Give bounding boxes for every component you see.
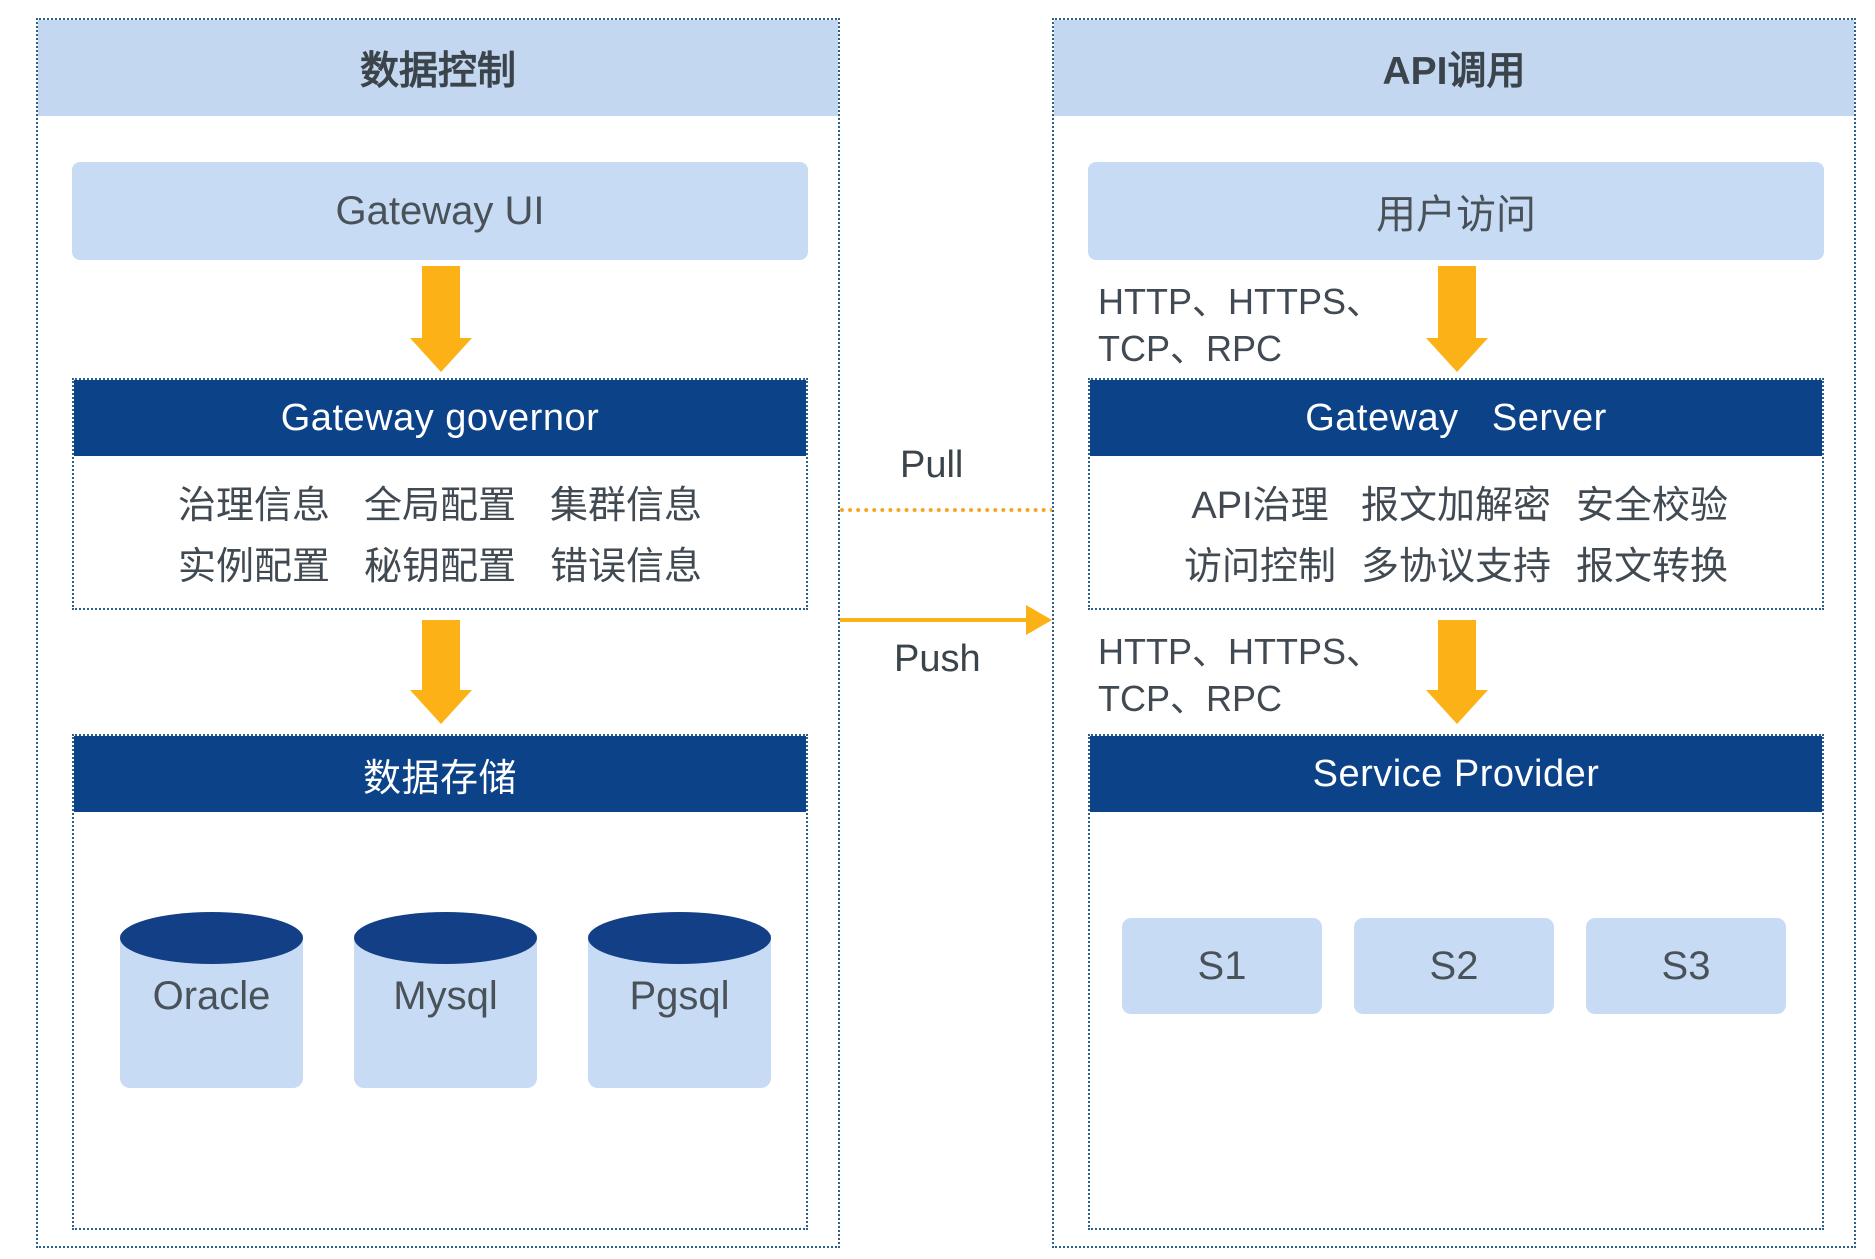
database-label: Oracle (152, 974, 271, 1018)
connector-line-push (840, 618, 1028, 622)
server-feature: 报文加解密 (1360, 485, 1551, 527)
arrow-server-to-provider (1426, 620, 1488, 724)
governor-feature: 错误信息 (549, 546, 702, 588)
panel-api-invocation: API调用 用户访问 HTTP、HTTPS、 TCP、RPC Gateway S… (1052, 18, 1856, 1248)
cylinder-top-ellipse (120, 912, 303, 964)
server-feature: API治理 (1191, 485, 1329, 527)
user-access-box[interactable]: 用户访问 (1088, 162, 1824, 260)
connector-label-pull: Pull (900, 444, 964, 486)
gateway-governor-body: 治理信息 全局配置 集群信息 实例配置 秘钥配置 错误信息 (74, 456, 806, 608)
data-storage-header: 数据存储 (74, 736, 806, 812)
cylinder-top-ellipse (588, 912, 771, 964)
governor-feature-row: 治理信息 全局配置 集群信息 (161, 474, 719, 529)
gateway-server-header: Gateway Server (1090, 380, 1822, 456)
arrow-governor-to-storage (410, 620, 472, 724)
gateway-governor-header: Gateway governor (74, 380, 806, 456)
gateway-governor-card: Gateway governor 治理信息 全局配置 集群信息 实例配置 秘钥配… (72, 378, 808, 610)
database-cylinder-oracle[interactable]: Oracle (120, 912, 303, 1088)
server-feature-row: 访问控制 多协议支持 报文转换 (1162, 535, 1750, 590)
governor-feature-row: 实例配置 秘钥配置 错误信息 (161, 535, 719, 590)
service-box-s1[interactable]: S1 (1122, 918, 1322, 1014)
server-feature: 报文转换 (1575, 546, 1728, 588)
database-cylinder-mysql[interactable]: Mysql (354, 912, 537, 1088)
service-provider-header: Service Provider (1090, 736, 1822, 812)
service-provider-body: S1 S2 S3 (1090, 812, 1822, 1228)
connector-label-push: Push (894, 638, 981, 680)
service-box-s3[interactable]: S3 (1586, 918, 1786, 1014)
service-box-s2[interactable]: S2 (1354, 918, 1554, 1014)
data-storage-card: 数据存储 Oracle Mysql Pgsql (72, 734, 808, 1230)
server-feature: 多协议支持 (1360, 546, 1551, 588)
arrow-user-to-server (1426, 266, 1488, 372)
panel-right-title: API调用 (1054, 20, 1854, 116)
database-cylinder-pgsql[interactable]: Pgsql (588, 912, 771, 1088)
governor-feature: 治理信息 (177, 485, 330, 527)
server-feature: 访问控制 (1183, 546, 1336, 588)
database-label: Mysql (393, 974, 498, 1018)
database-label: Pgsql (629, 974, 730, 1018)
connector-arrowhead-push (1026, 605, 1052, 635)
protocol-label-top: HTTP、HTTPS、 TCP、RPC (1098, 281, 1382, 369)
server-feature-row: API治理 报文加解密 安全校验 (1162, 474, 1750, 529)
governor-feature: 秘钥配置 (363, 546, 516, 588)
arrow-ui-to-governor (410, 266, 472, 372)
service-provider-card: Service Provider S1 S2 S3 (1088, 734, 1824, 1230)
server-feature: 安全校验 (1575, 485, 1728, 527)
connector-line-pull (840, 508, 1054, 512)
governor-feature: 实例配置 (177, 546, 330, 588)
gateway-server-body: API治理 报文加解密 安全校验 访问控制 多协议支持 报文转换 (1090, 456, 1822, 608)
panel-data-control: 数据控制 Gateway UI Gateway governor 治理信息 全局… (36, 18, 840, 1248)
gateway-server-card: Gateway Server API治理 报文加解密 安全校验 访问控制 多协议… (1088, 378, 1824, 610)
governor-feature: 集群信息 (549, 485, 702, 527)
data-storage-body: Oracle Mysql Pgsql (74, 812, 806, 1228)
cylinder-top-ellipse (354, 912, 537, 964)
gateway-ui-box[interactable]: Gateway UI (72, 162, 808, 260)
protocol-label-bottom: HTTP、HTTPS、 TCP、RPC (1098, 631, 1382, 719)
governor-feature: 全局配置 (363, 485, 516, 527)
panel-left-title: 数据控制 (38, 20, 838, 116)
